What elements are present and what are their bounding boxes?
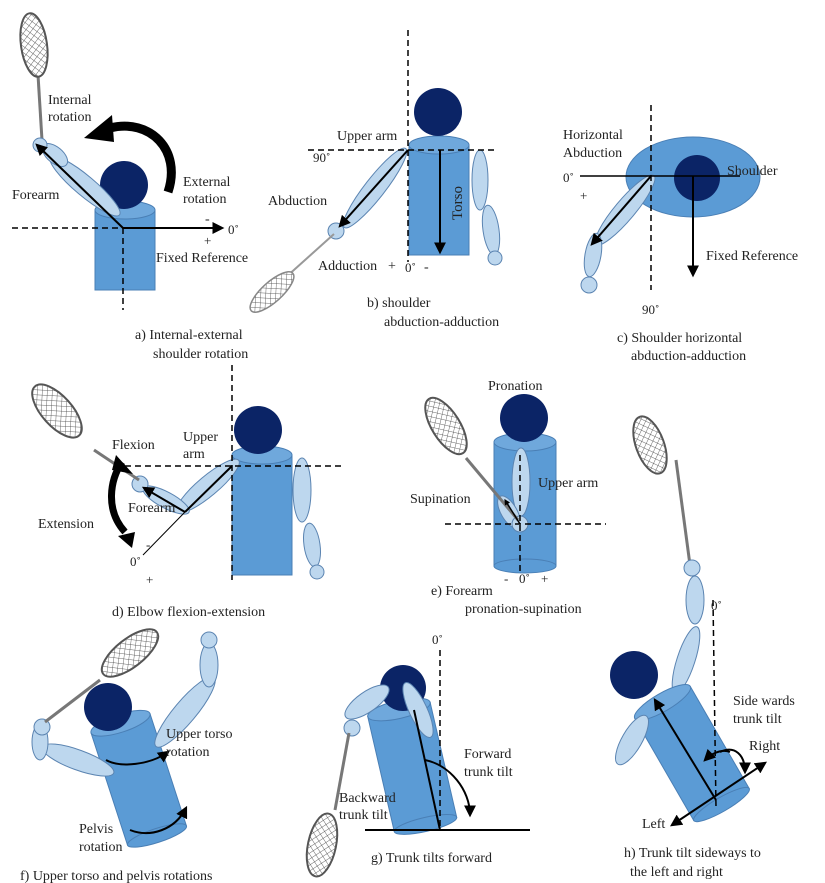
label-rotation: rotation bbox=[48, 110, 92, 125]
caption-a-line2: shoulder rotation bbox=[153, 347, 248, 362]
panel-h: 0˚ Side wards trunk tilt Right Left h) T… bbox=[609, 412, 794, 880]
arm-vector bbox=[340, 150, 408, 226]
caption-e-line1: e) Forearm bbox=[431, 584, 493, 599]
racket-head bbox=[245, 266, 300, 318]
label-zero: 0˚ bbox=[405, 260, 416, 275]
caption-c-line2: abduction-adduction bbox=[631, 349, 746, 364]
caption-b-line1: b) shoulder bbox=[367, 296, 431, 311]
label-abduction: Abduction bbox=[268, 194, 327, 209]
label-internal: Internal bbox=[48, 93, 92, 108]
caption-g: g) Trunk tilts forward bbox=[371, 851, 492, 866]
label-plus: + bbox=[541, 571, 548, 586]
label-forearm: Forearm bbox=[12, 188, 60, 203]
caption-a-line1: a) Internal-external bbox=[135, 328, 243, 343]
label-rotation-2: rotation bbox=[183, 192, 227, 207]
label-torso: Torso bbox=[450, 186, 466, 220]
caption-h-line2: the left and right bbox=[630, 865, 723, 880]
label-upper-torso: Upper torso bbox=[166, 727, 233, 742]
panel-e: Pronation Supination Upper arm - 0˚ + e)… bbox=[410, 379, 606, 617]
label-flexion: Flexion bbox=[112, 438, 155, 453]
label-external: External bbox=[183, 175, 231, 190]
torso bbox=[95, 210, 155, 290]
panel-d: Flexion Upper arm Extension Forearm - 0˚… bbox=[24, 365, 345, 620]
label-pronation: Pronation bbox=[488, 379, 542, 394]
torso bbox=[232, 455, 292, 575]
racket-head bbox=[24, 376, 90, 445]
panel-a: Internal rotation External rotation Fore… bbox=[12, 12, 248, 362]
label-side-wards: Side wards bbox=[733, 694, 795, 709]
label-right: Right bbox=[749, 739, 780, 754]
caption-c-line1: c) Shoulder horizontal bbox=[617, 331, 742, 346]
label-ninety: 90˚ bbox=[642, 302, 659, 317]
panel-b: Upper arm 90˚ Abduction Adduction + 0˚ -… bbox=[245, 30, 503, 330]
label-forearm: Forearm bbox=[128, 501, 176, 516]
label-zero: 0˚ bbox=[228, 222, 239, 237]
label-upper-arm: Upper arm bbox=[337, 129, 397, 144]
label-extension: Extension bbox=[38, 517, 94, 532]
label-plus: + bbox=[580, 188, 587, 203]
label-zero: 0˚ bbox=[130, 554, 141, 569]
label-trunk-tilt: trunk tilt bbox=[733, 712, 782, 727]
label-adduction: Adduction bbox=[318, 259, 377, 274]
label-rotation-2: rotation bbox=[79, 840, 123, 855]
label-pelvis: Pelvis bbox=[79, 822, 113, 837]
label-left: Left bbox=[642, 817, 665, 832]
label-horizontal: Horizontal bbox=[563, 128, 623, 143]
panel-c: Horizontal Abduction 0˚ + Shoulder Fixed… bbox=[563, 105, 798, 364]
flexion-arrow bbox=[111, 462, 125, 532]
label-fixed-reference: Fixed Reference bbox=[156, 251, 248, 266]
label-upper: Upper bbox=[183, 430, 218, 445]
racket-head bbox=[417, 391, 475, 460]
label-trunk-tilt-2: trunk tilt bbox=[339, 808, 388, 823]
label-zero: 0˚ bbox=[519, 571, 530, 586]
label-minus: - bbox=[146, 537, 150, 552]
head bbox=[414, 88, 462, 136]
arm-vector bbox=[592, 176, 651, 244]
racket-head bbox=[627, 412, 674, 478]
caption-f: f) Upper torso and pelvis rotations bbox=[20, 869, 212, 883]
head bbox=[674, 155, 720, 201]
caption-e-line2: pronation-supination bbox=[465, 602, 582, 617]
label-backward: Backward bbox=[339, 791, 396, 806]
label-zero: 0˚ bbox=[563, 170, 574, 185]
label-shoulder: Shoulder bbox=[727, 164, 778, 179]
head bbox=[610, 651, 658, 699]
caption-h-line1: h) Trunk tilt sideways to bbox=[624, 846, 761, 861]
label-arm: arm bbox=[183, 447, 205, 462]
label-upper-arm: Upper arm bbox=[538, 476, 598, 491]
label-plus: + bbox=[146, 572, 153, 587]
label-zero: 0˚ bbox=[711, 598, 722, 613]
label-ninety: 90˚ bbox=[313, 150, 330, 165]
panel-f: Upper torso rotation Pelvis rotation f) … bbox=[20, 621, 233, 883]
label-supination: Supination bbox=[410, 492, 471, 507]
label-fixed-reference: Fixed Reference bbox=[706, 249, 798, 264]
label-trunk-tilt: trunk tilt bbox=[464, 765, 513, 780]
racket-head bbox=[95, 621, 166, 685]
right-upper-arm bbox=[472, 150, 488, 210]
label-minus: - bbox=[424, 260, 429, 275]
head bbox=[234, 406, 282, 454]
label-plus: + bbox=[204, 233, 211, 248]
caption-d: d) Elbow flexion-extension bbox=[112, 605, 265, 620]
label-minus: - bbox=[504, 571, 508, 586]
racket-head bbox=[302, 811, 343, 879]
head bbox=[500, 394, 548, 442]
label-zero: 0˚ bbox=[432, 632, 443, 647]
racket bbox=[17, 12, 52, 140]
label-abduction: Abduction bbox=[563, 146, 622, 161]
label-forward: Forward bbox=[464, 747, 511, 762]
label-rotation: rotation bbox=[166, 745, 210, 760]
label-minus: - bbox=[205, 212, 210, 227]
label-plus: + bbox=[388, 259, 396, 274]
caption-b-line2: abduction-adduction bbox=[384, 315, 499, 330]
head bbox=[84, 683, 132, 731]
panel-g: 0˚ Forward trunk tilt Backward trunk til… bbox=[302, 632, 530, 879]
